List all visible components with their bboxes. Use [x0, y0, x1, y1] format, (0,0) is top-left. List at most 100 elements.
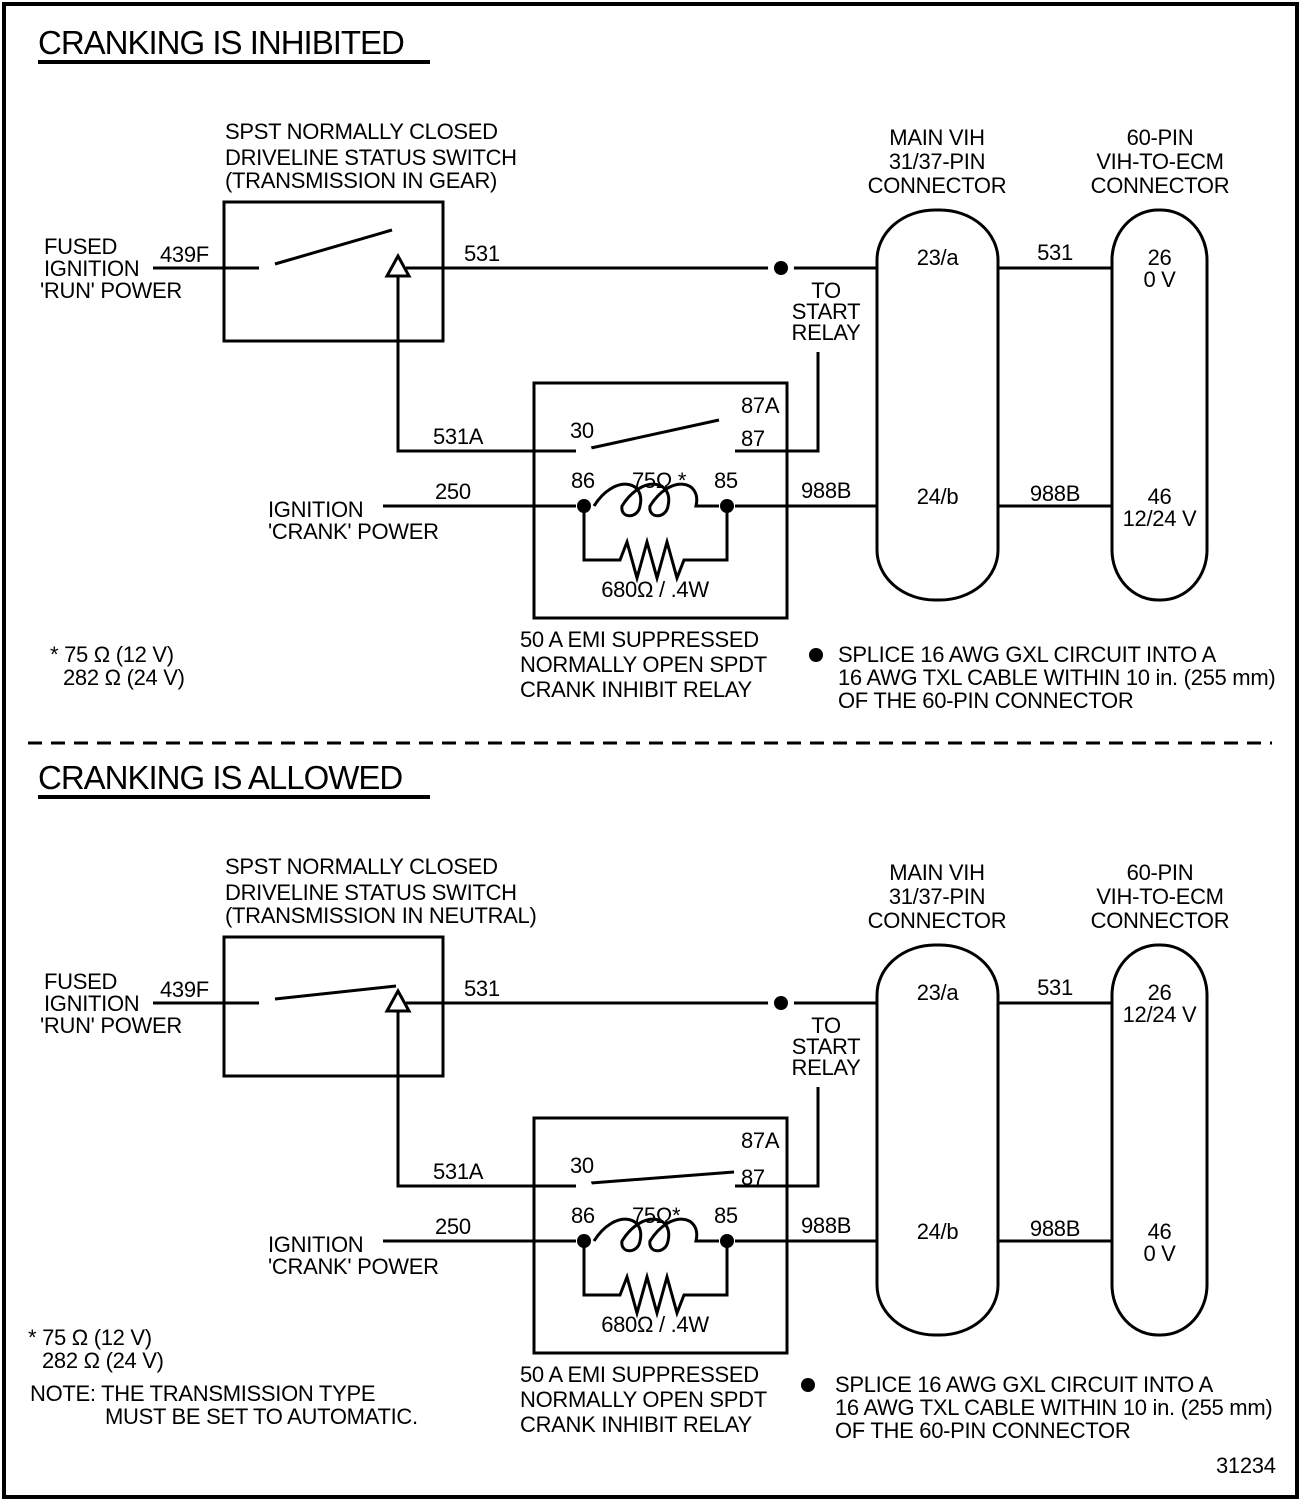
ecm-connector-caption-line: VIH-TO-ECM [1096, 884, 1224, 909]
start-relay-label-line: TO [811, 278, 841, 303]
start-relay-label-line: START [791, 299, 861, 324]
ecm-pin-top-voltage: 0 V [1143, 267, 1176, 292]
relay-pin-87-label: 87 [741, 426, 765, 451]
ecm-connector-caption-line: 60-PIN [1126, 125, 1194, 150]
switch-fixed-terminal [384, 987, 412, 1013]
wire-531a [396, 277, 576, 453]
crank-inhibit-relay-box [532, 381, 789, 620]
relay-blade-to-87a [590, 418, 720, 450]
wire-label-250: 250 [435, 479, 471, 504]
suppression-resistor [582, 1247, 729, 1319]
relay-pin-87a-label: 87A [741, 393, 780, 418]
run-power-label-line: FUSED [44, 234, 118, 259]
relay-coil-value: 75Ω* [632, 1203, 681, 1228]
driveline-switch-box [222, 935, 445, 1078]
relay-pin-86-label: 86 [571, 468, 595, 493]
wire-label-988b: 988B [801, 1213, 852, 1238]
wire-label-439f: 439F [160, 242, 209, 267]
footnote-line: * 75 Ω (12 V) [28, 1325, 152, 1350]
main-connector-pin-bottom: 24/b [916, 484, 959, 509]
splice-symbol-dot [774, 261, 788, 275]
ecm-connector-caption-line: VIH-TO-ECM [1096, 149, 1224, 174]
title-underline [38, 60, 430, 64]
main-connector-caption-line: CONNECTOR [867, 173, 1007, 198]
main-vih-connector-shape [875, 208, 1000, 602]
relay-terminal-30 [576, 443, 592, 459]
run-power-label-line: IGNITION [44, 256, 140, 281]
relay-pin-85-label: 85 [714, 1203, 738, 1228]
switch-caption-line: SPST NORMALLY CLOSED [225, 119, 498, 144]
crank-power-label-line: 'CRANK' POWER [268, 519, 439, 544]
relay-terminal-87 [719, 1178, 735, 1194]
driveline-switch-box [222, 200, 445, 343]
start-relay-label-line: START [791, 1034, 861, 1059]
ecm-pin-bottom: 46 [1147, 484, 1172, 509]
ecm-pin-top: 26 [1147, 980, 1172, 1005]
main-connector-caption-line: MAIN VIH [889, 860, 985, 885]
relay-terminal-85 [720, 1234, 734, 1248]
ecm-pin-top-voltage: 12/24 V [1122, 1002, 1197, 1027]
main-connector-caption-line: 31/37-PIN [888, 884, 986, 909]
ecm-pin-top: 26 [1147, 245, 1172, 270]
wire-label-531a: 531A [433, 1159, 484, 1184]
figure-number: 31234 [1216, 1453, 1276, 1478]
main-connector-pin-bottom: 24/b [916, 1219, 959, 1244]
relay-coil-value: 75Ω * [632, 468, 687, 493]
start-relay-label-line: RELAY [791, 320, 861, 345]
relay-pin-85-label: 85 [714, 468, 738, 493]
relay-caption-line: CRANK INHIBIT RELAY [520, 677, 752, 702]
wire-to-start-relay [735, 352, 820, 453]
run-power-label-line: 'RUN' POWER [40, 278, 182, 303]
run-power-label-line: FUSED [44, 969, 118, 994]
relay-terminal-87 [719, 443, 735, 459]
transmission-note-line: MUST BE SET TO AUTOMATIC. [105, 1404, 418, 1429]
crank-power-label-line: IGNITION [268, 497, 364, 522]
ecm-connector-caption-line: 60-PIN [1126, 860, 1194, 885]
section-title: CRANKING IS ALLOWED [38, 759, 403, 796]
relay-pin-30-label: 30 [570, 1153, 594, 1178]
main-connector-caption-line: CONNECTOR [867, 908, 1007, 933]
suppression-resistor [582, 512, 729, 584]
relay-terminal-30 [576, 1178, 592, 1194]
relay-blade-to-87 [590, 1170, 735, 1185]
relay-terminal-86 [577, 499, 591, 513]
splice-note-line: SPLICE 16 AWG GXL CIRCUIT INTO A [838, 642, 1216, 667]
title-underline [38, 795, 430, 799]
wire-label-988b: 988B [801, 478, 852, 503]
switch-caption-line: (TRANSMISSION IN GEAR) [225, 168, 498, 193]
conn-wire-label-531: 531 [1037, 240, 1073, 265]
run-power-label-line: 'RUN' POWER [40, 1013, 182, 1038]
resistor-value: 680Ω / .4W [601, 577, 709, 602]
wire-label-531: 531 [464, 976, 500, 1001]
crank-power-label-line: 'CRANK' POWER [268, 1254, 439, 1279]
footnote-line: * 75 Ω (12 V) [50, 642, 174, 667]
section-title: CRANKING IS INHIBITED [38, 24, 405, 61]
ecm-connector-shape [1110, 208, 1209, 602]
relay-pin-86-label: 86 [571, 1203, 595, 1228]
main-connector-pin-top: 23/a [916, 980, 959, 1005]
switch-caption-line: DRIVELINE STATUS SWITCH [225, 880, 517, 905]
wire-531a [396, 1012, 576, 1188]
resistor-value: 680Ω / .4W [601, 1312, 709, 1337]
ecm-connector-caption-line: CONNECTOR [1090, 173, 1230, 198]
ecm-pin-bottom-voltage: 0 V [1143, 1241, 1176, 1266]
main-connector-caption-line: MAIN VIH [889, 125, 985, 150]
start-relay-label-line: RELAY [791, 1055, 861, 1080]
switch-caption-line: DRIVELINE STATUS SWITCH [225, 145, 517, 170]
diagram-inhibited [153, 200, 1209, 668]
switch-fixed-terminal [384, 252, 412, 278]
splice-note-line: 16 AWG TXL CABLE WITHIN 10 in. (255 mm) [838, 665, 1276, 690]
start-relay-label-line: TO [811, 1013, 841, 1038]
relay-caption-line: NORMALLY OPEN SPDT [520, 1387, 767, 1412]
main-connector-caption-line: 31/37-PIN [888, 149, 986, 174]
ecm-pin-bottom-voltage: 12/24 V [1122, 506, 1197, 531]
switch-blade-closed [274, 984, 397, 1001]
splice-symbol-dot [774, 996, 788, 1010]
wire-label-531a: 531A [433, 424, 484, 449]
wire-label-439f: 439F [160, 977, 209, 1002]
splice-note-line: 16 AWG TXL CABLE WITHIN 10 in. (255 mm) [835, 1395, 1273, 1420]
splice-legend-symbol-dot [809, 648, 823, 662]
